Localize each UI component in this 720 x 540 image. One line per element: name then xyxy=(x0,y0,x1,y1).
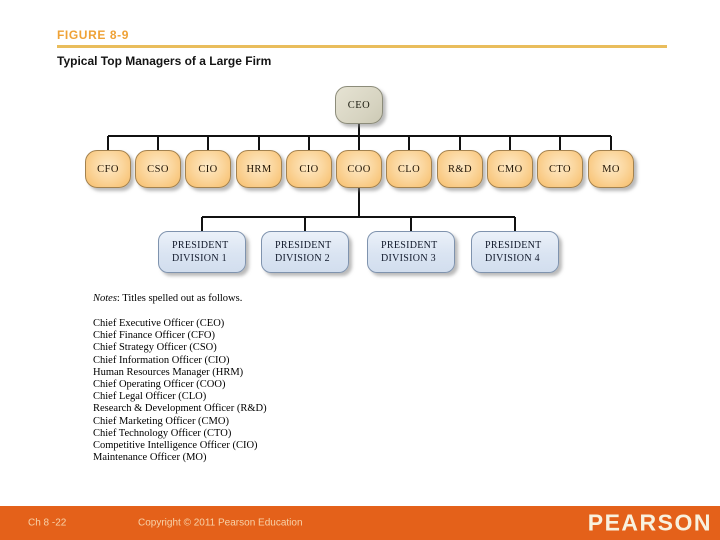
org-node-label: CFO xyxy=(97,163,119,175)
org-node-label: PRESIDENT xyxy=(172,240,229,251)
copyright-text: Copyright © 2011 Pearson Education xyxy=(138,517,303,529)
notes-item: Chief Technology Officer (CTO) xyxy=(93,427,232,439)
notes-item: Competitive Intelligence Officer (CIO) xyxy=(93,440,258,452)
slide-number: Ch 8 -22 xyxy=(28,517,67,529)
notes-item: Chief Finance Officer (CFO) xyxy=(93,330,215,342)
notes-item: Chief Legal Officer (CLO) xyxy=(93,391,207,403)
figure-label: FIGURE 8-9 xyxy=(57,28,130,42)
org-node-ceo: CEO xyxy=(335,86,383,124)
org-node-label: COO xyxy=(347,163,371,175)
org-node-label: CTO xyxy=(548,163,571,175)
org-node-president-division-3: PRESIDENT DIVISION 3 xyxy=(367,231,455,273)
org-node-cto: CTO xyxy=(537,150,583,188)
org-node-label: CIO xyxy=(198,163,218,175)
notes-heading: Notes: Titles spelled out as follows. xyxy=(93,293,242,304)
org-node-mo: MO xyxy=(588,150,634,188)
footer-bar: Ch 8 -22 Copyright © 2011 Pearson Educat… xyxy=(0,506,720,540)
org-node-label: DIVISION 2 xyxy=(275,253,330,264)
org-node-hrm: HRM xyxy=(236,150,282,188)
org-node-label: HRM xyxy=(246,163,272,175)
org-node-cso: CSO xyxy=(135,150,181,188)
slide-title: Typical Top Managers of a Large Firm xyxy=(57,54,272,68)
figure-rule xyxy=(57,45,667,48)
org-node-label: CEO xyxy=(347,99,371,111)
notes-item: Chief Marketing Officer (CMO) xyxy=(93,415,229,427)
org-node-president-division-2: PRESIDENT DIVISION 2 xyxy=(261,231,349,273)
org-node-president-division-4: PRESIDENT DIVISION 4 xyxy=(471,231,559,273)
notes-item: Chief Executive Officer (CEO) xyxy=(93,318,225,329)
pearson-logo: PEARSON xyxy=(587,509,712,536)
org-node-president-division-1: PRESIDENT DIVISION 1 xyxy=(158,231,246,273)
org-node-rnd: R&D xyxy=(437,150,483,188)
org-node-cfo: CFO xyxy=(85,150,131,188)
notes-item: Chief Operating Officer (COO) xyxy=(93,379,226,391)
org-node-label: PRESIDENT xyxy=(275,240,332,251)
notes-list: Chief Executive Officer (CEO) Chief Fina… xyxy=(93,318,267,464)
org-node-label: DIVISION 4 xyxy=(485,253,540,264)
org-node-coo: COO xyxy=(336,150,382,188)
org-node-label: MO xyxy=(602,163,620,175)
org-node-label: PRESIDENT xyxy=(381,240,438,251)
org-node-label: CLO xyxy=(397,163,421,175)
org-node-cio-information: CIO xyxy=(185,150,231,188)
notes-item: Maintenance Officer (MO) xyxy=(93,452,207,464)
org-node-clo: CLO xyxy=(386,150,432,188)
org-node-label: CMO xyxy=(497,163,523,175)
org-node-label: CSO xyxy=(147,163,169,175)
org-node-label: PRESIDENT xyxy=(485,240,542,251)
org-node-label: CIO xyxy=(299,163,319,175)
notes-item: Human Resources Manager (HRM) xyxy=(93,366,244,378)
notes-label: Notes xyxy=(93,293,117,304)
org-node-label: DIVISION 1 xyxy=(172,253,227,264)
org-node-label: R&D xyxy=(448,163,472,175)
org-node-cmo: CMO xyxy=(487,150,533,188)
notes-item: Research & Development Officer (R&D) xyxy=(93,403,267,415)
notes-intro: : Titles spelled out as follows. xyxy=(116,293,243,304)
notes-item: Chief Strategy Officer (CSO) xyxy=(93,342,217,354)
notes-item: Chief Information Officer (CIO) xyxy=(93,354,230,366)
org-node-label: DIVISION 3 xyxy=(381,253,436,264)
org-node-cio-intelligence: CIO xyxy=(286,150,332,188)
